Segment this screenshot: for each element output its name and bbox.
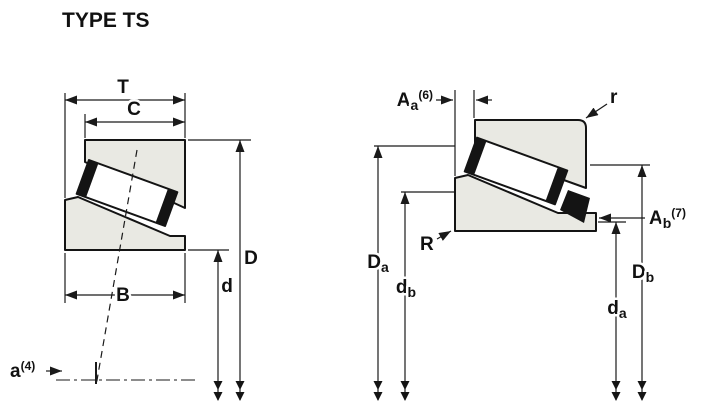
left-view: T C B D d a(4) [8, 75, 260, 401]
cage-cup-gap-right [560, 190, 590, 223]
double-arrowhead-Db [637, 381, 647, 401]
diagram-title: TYPE TS [62, 9, 150, 32]
dim-label-R: R [420, 234, 434, 255]
double-arrowhead-da [611, 381, 621, 401]
dim-label-a: a(4) [10, 359, 35, 382]
dim-label-D: D [244, 248, 258, 269]
cage-small-end-right [545, 167, 568, 205]
dim-label-Db: Db [632, 262, 654, 285]
roller-axis-dashed [95, 149, 138, 387]
cage-small-end-left [155, 188, 178, 226]
dim-label-Aa: Aa(6) [397, 88, 433, 113]
dim-label-d: d [221, 276, 233, 297]
double-arrowhead-D [235, 381, 245, 401]
roller-assembly-right [463, 136, 569, 206]
leader-r [585, 103, 608, 119]
dim-label-T: T [117, 77, 129, 98]
double-arrowhead-Da [373, 381, 383, 401]
dim-label-r: r [610, 87, 618, 108]
double-arrowhead-d [213, 381, 223, 401]
dim-label-Ab: Ab(7) [649, 206, 686, 231]
dim-label-C: C [127, 99, 141, 120]
cage-large-end-left [76, 160, 99, 198]
cone-inner-ring-left [64, 196, 186, 251]
cage-large-end-right [464, 137, 487, 175]
double-arrowhead-db [400, 381, 410, 401]
dim-label-da: da [607, 298, 627, 321]
leader-R [436, 230, 452, 241]
dim-label-Da: Da [367, 252, 389, 275]
roller-assembly-left [75, 159, 179, 227]
right-view: Aa(6) r R Ab(7) Da db Db da [365, 85, 688, 401]
dim-label-B: B [116, 285, 130, 306]
dim-label-db: db [396, 277, 416, 300]
cone-inner-ring-right [454, 174, 597, 232]
